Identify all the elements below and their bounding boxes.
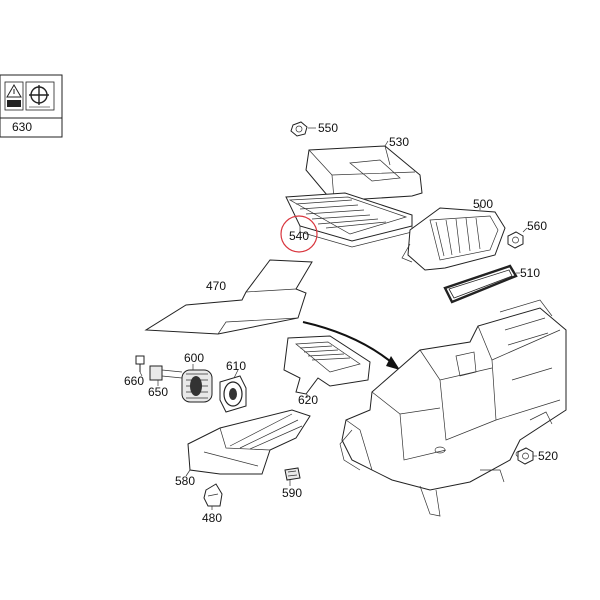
part-510-seal[interactable]: 510	[443, 264, 540, 304]
callout-540: 540	[289, 229, 309, 243]
part-580-duct[interactable]: 580	[175, 409, 311, 488]
callout-590: 590	[282, 486, 302, 500]
callout-650: 650	[148, 385, 168, 399]
part-650-connector[interactable]: 650	[148, 365, 183, 399]
callout-480: 480	[202, 511, 222, 525]
callout-660: 660	[124, 374, 144, 388]
callout-500: 500	[473, 197, 493, 211]
part-530-filter-cover[interactable]: 530	[305, 135, 423, 202]
hvac-housing[interactable]	[339, 299, 567, 517]
part-590-clip[interactable]: 590	[282, 467, 302, 500]
callout-550: 550	[318, 121, 338, 135]
callout-580: 580	[175, 474, 195, 488]
warning-triangle-icon	[4, 81, 24, 111]
assembly-arrow	[302, 321, 400, 370]
legend-box[interactable]: 630	[0, 74, 63, 138]
part-550-nut[interactable]: 550	[290, 121, 338, 137]
callout-510: 510	[520, 266, 540, 280]
legend-label: 630	[12, 120, 32, 134]
callout-470: 470	[206, 279, 226, 293]
part-560-nut[interactable]: 560	[507, 219, 547, 249]
highlight-circle	[280, 215, 318, 253]
callout-560: 560	[527, 219, 547, 233]
part-610-resistor[interactable]: 610	[219, 359, 247, 413]
callout-610: 610	[226, 359, 246, 373]
crosshair-icon	[25, 81, 55, 111]
part-500-intake-duct[interactable]: 500	[401, 197, 506, 271]
part-540-filter-element[interactable]: 540	[280, 192, 413, 253]
callout-620: 620	[298, 393, 318, 407]
part-520-nut[interactable]: 520	[517, 447, 558, 465]
part-600-blower[interactable]: 600	[181, 351, 213, 403]
callout-520: 520	[538, 449, 558, 463]
callout-530: 530	[389, 135, 409, 149]
callout-600: 600	[184, 351, 204, 365]
part-480-clip[interactable]: 480	[202, 483, 223, 525]
part-660-screw[interactable]: 660	[124, 355, 145, 388]
part-620-lower-cover[interactable]: 620	[283, 335, 371, 407]
part-470-insulation-mat[interactable]: 470	[144, 259, 313, 335]
